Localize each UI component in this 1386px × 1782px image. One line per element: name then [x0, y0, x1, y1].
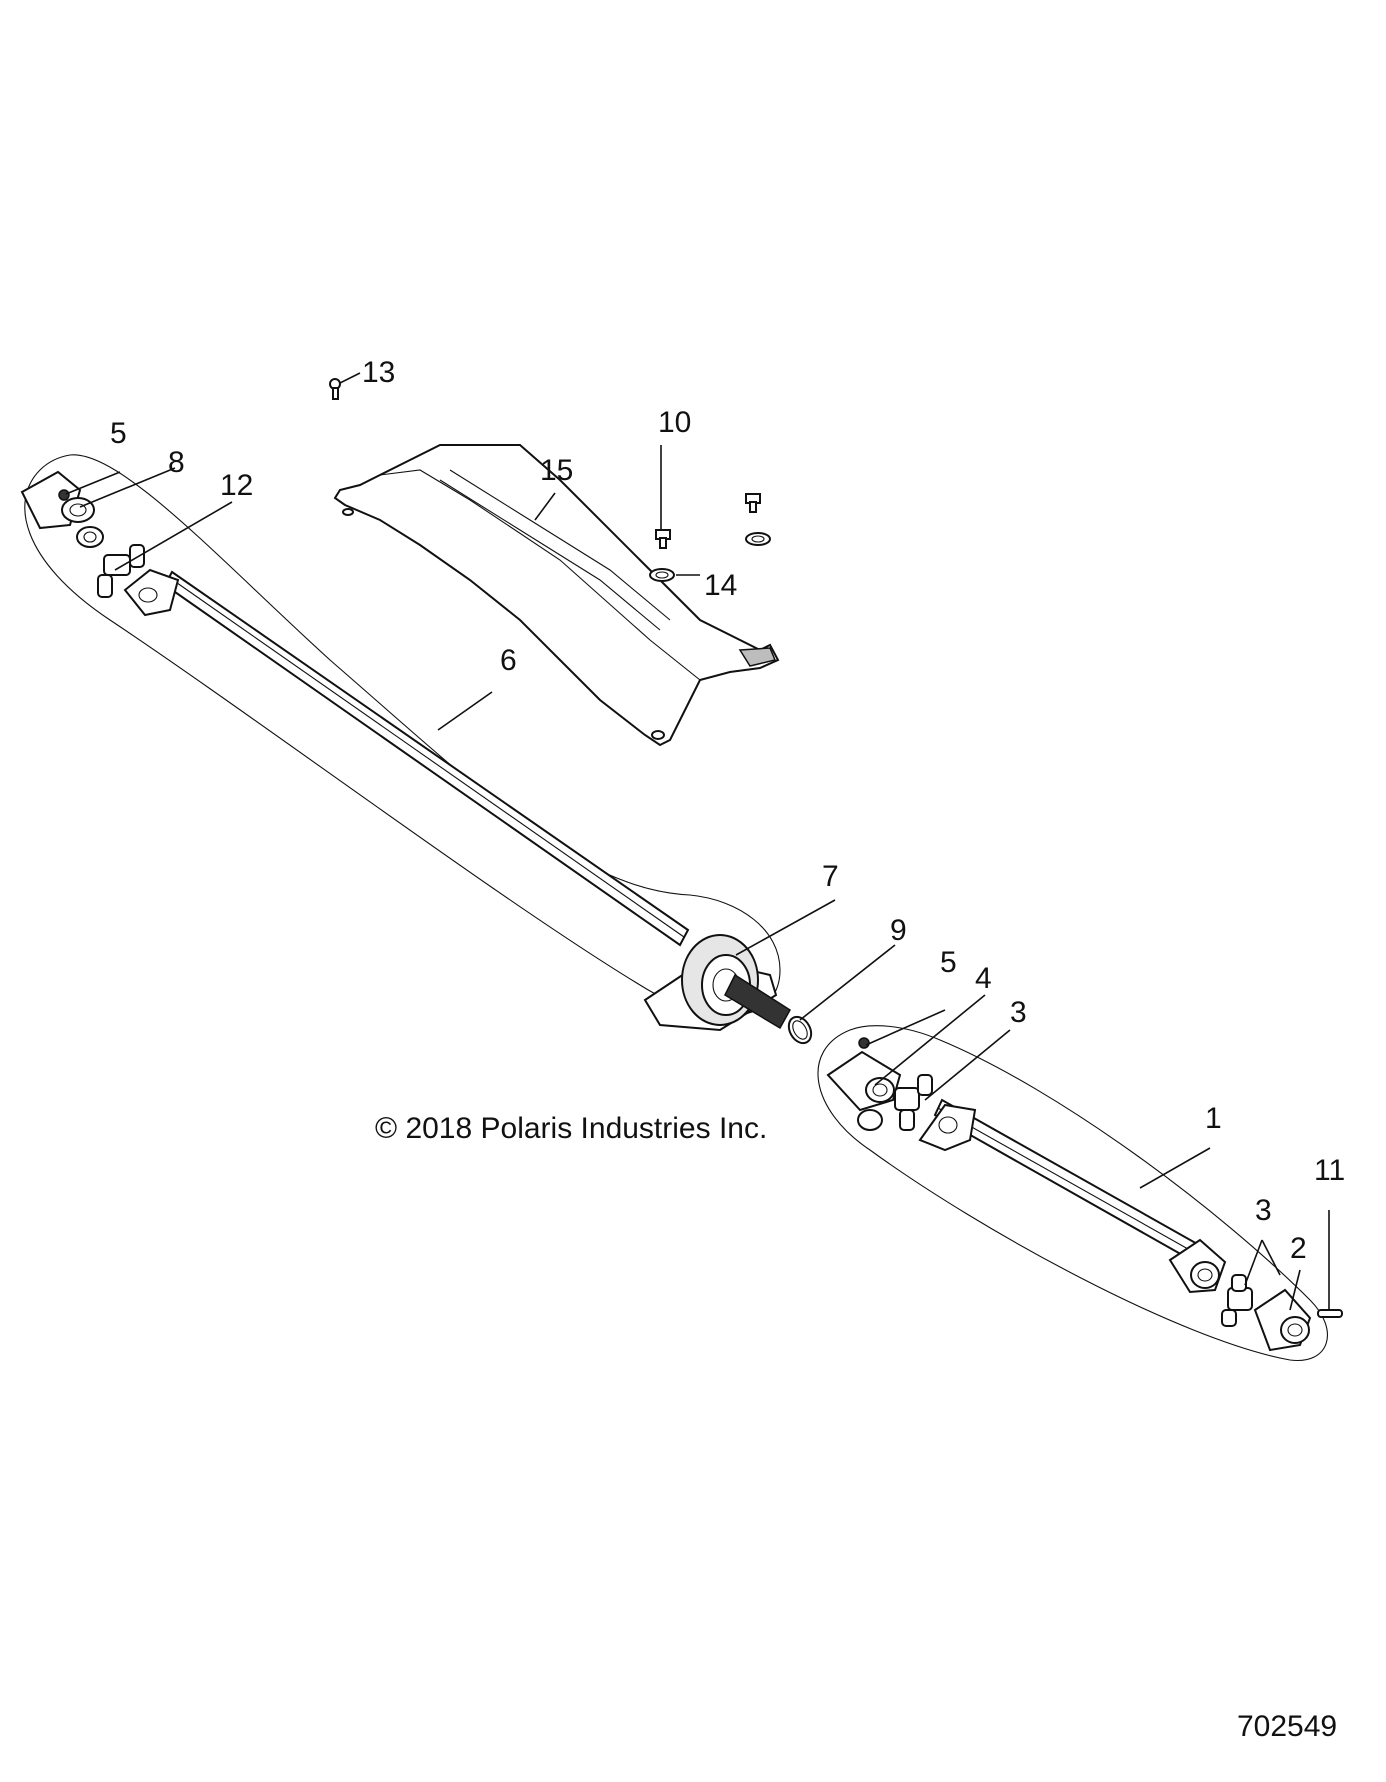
callout-5-rear: 5 [940, 946, 957, 979]
grease-fitting-part-5 [58, 489, 70, 501]
washer-part-14 [649, 568, 675, 582]
callout-6: 6 [500, 644, 517, 677]
leader-lines [65, 372, 1330, 1311]
bolt-part-10b [745, 493, 761, 513]
callout-15: 15 [540, 454, 573, 487]
callout-5-front: 5 [110, 417, 127, 450]
callout-8: 8 [168, 446, 185, 479]
callout-3-rear: 3 [1255, 1194, 1272, 1227]
callout-13: 13 [362, 356, 395, 389]
callout-11: 11 [1314, 1154, 1345, 1187]
bolt-part-10 [655, 529, 671, 549]
callout-10: 10 [658, 406, 691, 439]
document-number: 702549 [1237, 1710, 1337, 1743]
callout-14: 14 [704, 569, 737, 602]
callout-3-front: 3 [1010, 996, 1027, 1029]
callout-1: 1 [1205, 1102, 1222, 1135]
callout-9: 9 [890, 914, 907, 947]
callout-12: 12 [220, 469, 253, 502]
yoke-part-1-front [918, 1103, 977, 1152]
yoke-part-4 [826, 1050, 902, 1131]
u-joint-cross-part-3b [1221, 1274, 1253, 1327]
washer-part-14b [745, 532, 771, 546]
grease-fitting-part-5b [858, 1037, 870, 1049]
bolt-part-13 [329, 378, 341, 400]
rear-shaft-group-outline [817, 1025, 1328, 1361]
yoke-part-6-end [123, 568, 180, 617]
callout-2: 2 [1290, 1232, 1307, 1265]
callout-7: 7 [822, 860, 839, 893]
center-bearing-part-7 [643, 934, 791, 1032]
u-joint-cross-part-3 [894, 1074, 933, 1131]
yoke-part-2 [1253, 1288, 1312, 1352]
front-shaft-group-outline [24, 454, 781, 1017]
heat-shield-part-15 [333, 444, 780, 747]
snap-ring-part-9 [787, 1015, 813, 1045]
yoke-part-1-rear [1168, 1238, 1227, 1294]
pin-part-11 [1317, 1309, 1343, 1318]
callout-4: 4 [975, 962, 992, 995]
driveshaft-part-1 [933, 1098, 1210, 1267]
u-joint-cross-part-12 [97, 544, 145, 598]
copyright-text: © 2018 Polaris Industries Inc. [375, 1112, 767, 1145]
